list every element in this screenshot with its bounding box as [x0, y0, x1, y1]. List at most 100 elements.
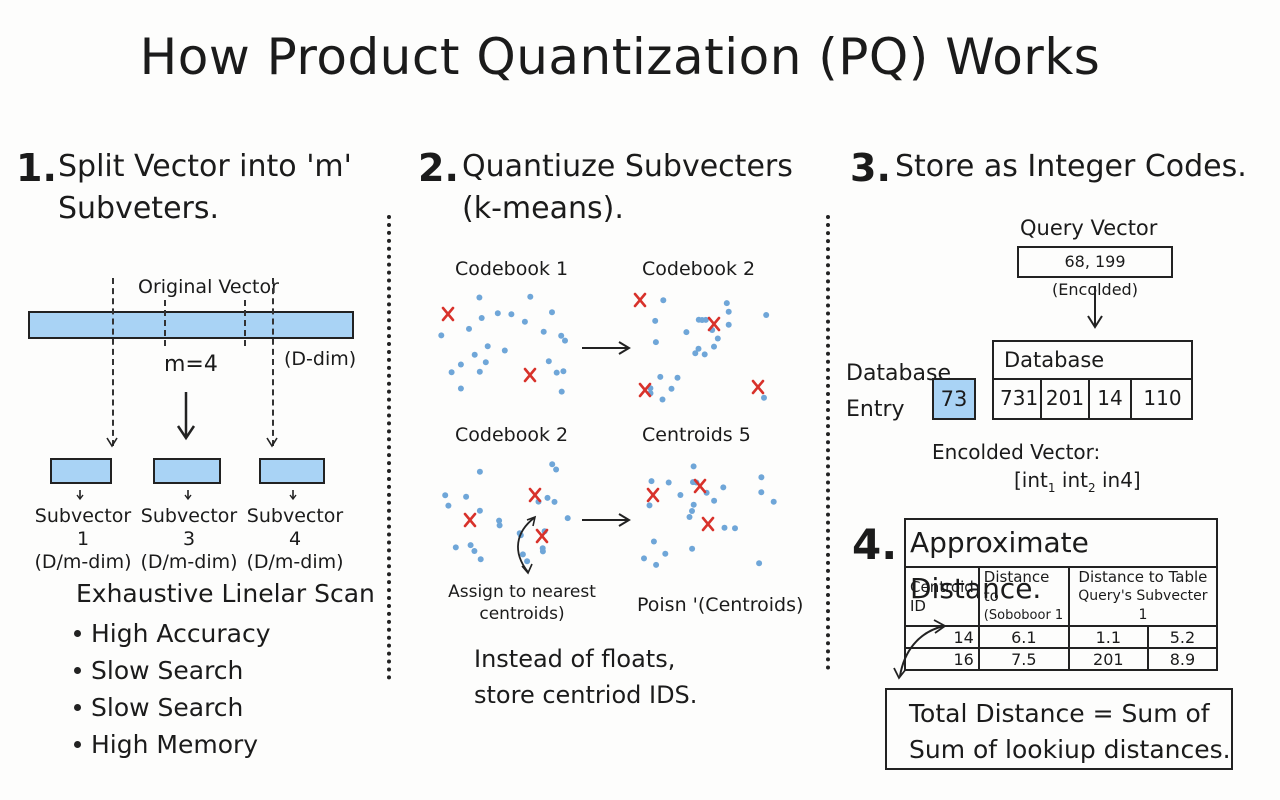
subvector-4-bar: [259, 458, 325, 484]
m-label: m=4: [164, 352, 218, 377]
scatter-point: [484, 343, 491, 350]
scatter-point: [448, 369, 455, 376]
scatter-point: [558, 332, 565, 339]
scatter-point: [438, 332, 445, 339]
centroid-cross: [638, 382, 652, 398]
scatter-point: [714, 335, 721, 342]
centroid-cross: [693, 478, 707, 494]
subvector-3-label: Subvector 3(D/m-dim): [140, 505, 238, 573]
scatter-point: [564, 515, 571, 522]
scatter-point: [758, 474, 765, 481]
scatter-point: [539, 548, 546, 555]
scatter-point: [689, 508, 695, 514]
encoded-vector-label: Encolded Vector:: [932, 440, 1101, 464]
scatter-point: [660, 297, 667, 304]
encoded-vector-value: [int1 int2 in4]: [1014, 468, 1141, 495]
scatter-point: [650, 538, 657, 545]
scatter-point: [756, 560, 763, 567]
scatter-point: [524, 558, 531, 565]
step1-number: 1.: [16, 146, 57, 190]
step2-heading: 2.: [418, 146, 459, 190]
scatter-point: [732, 525, 738, 532]
step4-number: 4.: [852, 520, 898, 569]
centroid-cross: [707, 316, 721, 332]
subvector-1-label: Subvector 1(D/m-dim): [34, 505, 132, 573]
database-table-title: Database: [1004, 348, 1105, 372]
scatter-point: [692, 350, 699, 357]
scatter-point: [457, 361, 464, 368]
scatter-point: [659, 396, 666, 403]
bullet-item: Slow Search: [72, 652, 271, 689]
scatter-point: [763, 312, 770, 318]
split-guide-2: [164, 300, 166, 346]
step2-title: Quantiuze Subvecters (k-means).: [462, 146, 793, 230]
step1-title-line1: Split Vector into 'm': [58, 149, 352, 184]
scatter-point: [641, 555, 647, 562]
scatter-point: [690, 501, 697, 508]
scatter-point: [720, 484, 727, 491]
scatter-point: [457, 385, 464, 392]
table-cell: 1.1: [1067, 625, 1149, 649]
scatter-point: [521, 318, 528, 325]
scatter-point: [540, 328, 547, 335]
codebook-2b-label: Codebook 2: [455, 424, 569, 446]
centroid-cross: [528, 487, 542, 503]
centroid-cross: [633, 292, 647, 308]
dist-header-distance: Distance to(Soboboor 1: [977, 566, 1070, 627]
table-row: 16 7.5 201 8.9: [904, 647, 1219, 671]
scatter-point: [725, 308, 732, 315]
step3-heading: 3.: [850, 146, 891, 190]
scatter-point: [674, 374, 681, 381]
scan-bullet-list: High Accuracy Slow Search Slow Search Hi…: [72, 615, 271, 763]
scatter-point: [695, 345, 702, 352]
scatter-point: [699, 317, 706, 323]
centroid-cross: [523, 367, 537, 383]
scatter-point: [551, 498, 558, 505]
scatter-point: [668, 385, 675, 392]
table-cell: 16: [904, 647, 980, 671]
table-cell: 8.9: [1146, 647, 1219, 671]
query-vector-label: Query Vector: [1020, 216, 1158, 240]
step2-number: 2.: [418, 146, 459, 190]
scatter-point: [549, 309, 555, 316]
db-code-cell: 14: [1088, 378, 1130, 420]
centroid-id-note: Instead of floats,store centriod IDS.: [474, 645, 698, 709]
scatter-point: [496, 522, 503, 529]
separator-2-3: [826, 215, 830, 670]
split-guide-4: [272, 278, 274, 446]
scatter-point: [494, 310, 501, 317]
scatter-point: [553, 369, 560, 376]
bullet-item: High Memory: [72, 726, 271, 763]
scatter-point: [562, 337, 568, 344]
subvector-3-bar: [153, 458, 221, 484]
centroid-cross: [463, 512, 477, 528]
scatter-point: [758, 489, 765, 496]
db-code-cell: 731: [1000, 386, 1039, 410]
scatter-point: [527, 293, 534, 300]
separator-1-2: [387, 215, 391, 680]
scatter-point: [677, 492, 684, 498]
scatter-point: [496, 517, 503, 524]
scatter-point: [646, 502, 653, 509]
split-guide-3: [244, 300, 246, 346]
subvector-4-label: Subvector 4(D/m-dim): [246, 505, 344, 573]
scatter-point: [482, 359, 489, 366]
codebook-2-label: Codebook 2: [642, 258, 756, 280]
step1-title: Split Vector into 'm' Subveters.: [58, 146, 352, 230]
codebook-1-label: Codebook 1: [455, 258, 569, 280]
step3-title: Store as Integer Codes.: [895, 149, 1247, 184]
scatter-point: [476, 368, 483, 375]
scatter-point: [721, 524, 728, 531]
original-vector-label: Original Vector: [138, 276, 279, 298]
scatter-point: [478, 315, 485, 321]
scatter-point: [545, 358, 552, 365]
centroid-cross: [646, 487, 660, 503]
table-row: 14 6.1 1.1 5.2: [904, 625, 1219, 649]
scatter-point: [544, 494, 551, 501]
scatter-point: [652, 317, 659, 324]
